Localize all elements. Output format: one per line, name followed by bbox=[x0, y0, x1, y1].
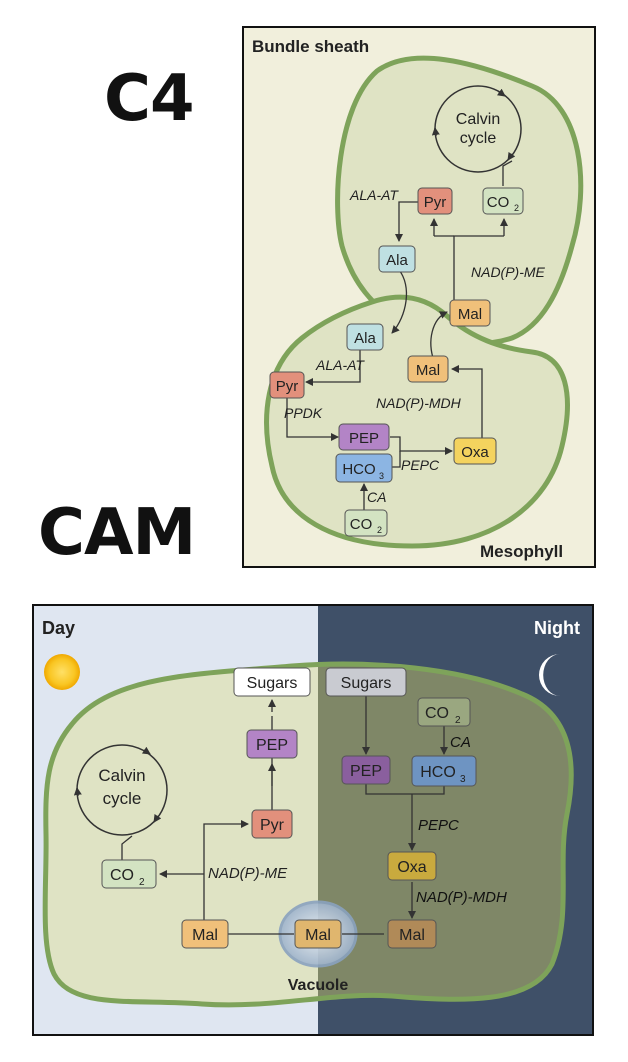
c4-node-co2-bs: CO 2 bbox=[482, 187, 524, 215]
svg-text:Sugars: Sugars bbox=[247, 675, 298, 692]
svg-text:Sugars: Sugars bbox=[341, 675, 392, 692]
c4-node-ala-m: Ala bbox=[346, 323, 384, 351]
c4-node-pyr-bs: Pyr bbox=[417, 187, 453, 215]
cam-node-hco3: HCO 3 bbox=[411, 755, 477, 787]
svg-text:2: 2 bbox=[377, 525, 382, 535]
cam-node-sugars-day: Sugars bbox=[233, 667, 311, 697]
cam-node-sugars-night: Sugars bbox=[325, 667, 407, 697]
svg-text:HCO: HCO bbox=[420, 764, 456, 781]
c4-heading: C4 bbox=[104, 62, 194, 136]
cam-node-mal-left: Mal bbox=[181, 919, 229, 949]
c4-node-co2-m: CO 2 bbox=[344, 509, 388, 537]
cam-node-pep-day: PEP bbox=[246, 729, 298, 759]
cam-node-oxa: Oxa bbox=[387, 851, 437, 881]
c4-hco3-merge-line bbox=[390, 451, 401, 468]
sun-icon bbox=[44, 654, 80, 690]
c4-calvin-arrowhead-right bbox=[507, 151, 516, 161]
svg-text:Pyr: Pyr bbox=[260, 817, 285, 834]
c4-enzyme-pepc: PEPC bbox=[401, 457, 440, 473]
cam-node-mal-vacuole: Mal bbox=[294, 919, 342, 949]
c4-co2-to-calvin-line bbox=[502, 160, 513, 186]
mesophyll-label: Mesophyll bbox=[480, 542, 563, 561]
vacuole-label: Vacuole bbox=[288, 977, 349, 994]
day-label: Day bbox=[42, 618, 75, 638]
cam-calvin-arrowhead-left bbox=[73, 787, 82, 797]
c4-calvin-arrowhead-left bbox=[431, 127, 440, 137]
svg-text:CO: CO bbox=[110, 867, 134, 884]
c4-enzyme-nadpme: NAD(P)-ME bbox=[471, 264, 546, 280]
c4-node-mal-m: Mal bbox=[407, 355, 449, 383]
svg-text:PEP: PEP bbox=[256, 737, 288, 754]
c4-enzyme-alaat-m: ALA-AT bbox=[315, 357, 365, 373]
svg-text:Mal: Mal bbox=[416, 362, 440, 379]
cam-calvin-arrowhead-right bbox=[153, 813, 162, 823]
svg-text:CO: CO bbox=[350, 516, 373, 533]
svg-text:Mal: Mal bbox=[399, 927, 425, 944]
c4-ala-to-pyr-arrow bbox=[305, 350, 361, 386]
c4-enzyme-alaat-bs: ALA-AT bbox=[349, 187, 399, 203]
c4-diagram: Bundle sheath Mesophyll Calvin cycle Pyr… bbox=[242, 26, 596, 568]
cam-enzyme-nadpme: NAD(P)-ME bbox=[208, 865, 288, 882]
svg-text:2: 2 bbox=[514, 203, 519, 213]
c4-pyr-to-ala-arrow bbox=[395, 201, 418, 242]
svg-text:Oxa: Oxa bbox=[461, 444, 489, 461]
cam-panel-frame bbox=[32, 604, 594, 1036]
svg-text:PEP: PEP bbox=[350, 763, 382, 780]
cam-calvin-label-2: cycle bbox=[103, 789, 142, 808]
svg-text:2: 2 bbox=[455, 715, 461, 726]
c4-node-pyr-m: Pyr bbox=[269, 371, 305, 399]
c4-calvin-label-1: Calvin bbox=[456, 111, 500, 128]
cam-pep-hco3-merge bbox=[365, 784, 445, 795]
c4-calvin-label-2: cycle bbox=[460, 130, 497, 147]
c4-enzyme-ppdk: PPDK bbox=[284, 405, 323, 421]
cam-node-co2-night: CO 2 bbox=[417, 697, 471, 727]
c4-node-ala-bs: Ala bbox=[378, 245, 416, 273]
c4-ala-transport-arrow bbox=[391, 269, 408, 334]
cam-diagram: Day Night Calvin cycle Vacuole Sugars PE… bbox=[32, 604, 594, 1036]
c4-calvin-arrowhead-top bbox=[496, 88, 506, 97]
cam-cell-night bbox=[318, 661, 574, 1002]
svg-text:HCO: HCO bbox=[342, 461, 375, 478]
bundle-sheath-label: Bundle sheath bbox=[252, 37, 369, 56]
c4-pyr-to-pep-arrow bbox=[286, 396, 339, 441]
c4-node-hco3: HCO 3 bbox=[335, 453, 393, 483]
svg-text:2: 2 bbox=[139, 877, 145, 888]
svg-text:CO: CO bbox=[487, 194, 510, 211]
cam-enzyme-ca: CA bbox=[450, 734, 471, 751]
svg-text:Mal: Mal bbox=[458, 306, 482, 323]
moon-icon bbox=[539, 654, 560, 696]
cam-node-mal-right: Mal bbox=[387, 919, 437, 949]
svg-text:3: 3 bbox=[379, 471, 384, 481]
cam-enzyme-pepc: PEPC bbox=[418, 817, 459, 834]
svg-text:CO: CO bbox=[425, 705, 449, 722]
c4-node-oxa: Oxa bbox=[453, 437, 497, 465]
svg-text:PEP: PEP bbox=[349, 430, 379, 447]
cam-calvin-label-1: Calvin bbox=[98, 766, 145, 785]
cam-calvin-arrowhead-top bbox=[141, 746, 151, 755]
cam-co2-to-calvin-line bbox=[121, 835, 133, 860]
c4-node-pep: PEP bbox=[338, 423, 390, 451]
c4-oxa-to-mal-arrow bbox=[451, 365, 483, 438]
svg-text:Mal: Mal bbox=[305, 927, 331, 944]
svg-text:3: 3 bbox=[460, 774, 466, 785]
svg-text:Oxa: Oxa bbox=[397, 859, 426, 876]
cam-node-pep-night: PEP bbox=[341, 755, 391, 785]
mesophyll-cell bbox=[264, 294, 570, 549]
c4-enzyme-ca: CA bbox=[367, 489, 386, 505]
svg-text:Pyr: Pyr bbox=[424, 194, 447, 211]
cam-node-pyr: Pyr bbox=[251, 809, 293, 839]
cam-enzyme-nadpmdh: NAD(P)-MDH bbox=[416, 889, 507, 906]
cam-heading: CAM bbox=[38, 496, 196, 570]
svg-text:Mal: Mal bbox=[192, 927, 218, 944]
svg-text:Pyr: Pyr bbox=[276, 378, 299, 395]
cam-mal-to-pyr-arrow bbox=[203, 820, 249, 922]
night-label: Night bbox=[534, 618, 580, 638]
c4-pep-to-oxa-arrow bbox=[390, 436, 453, 455]
svg-text:Ala: Ala bbox=[386, 252, 408, 269]
cam-node-co2-day: CO 2 bbox=[101, 859, 157, 889]
svg-text:Ala: Ala bbox=[354, 330, 376, 347]
c4-node-mal-bs: Mal bbox=[449, 299, 491, 327]
c4-enzyme-nadpmdh: NAD(P)-MDH bbox=[376, 395, 462, 411]
